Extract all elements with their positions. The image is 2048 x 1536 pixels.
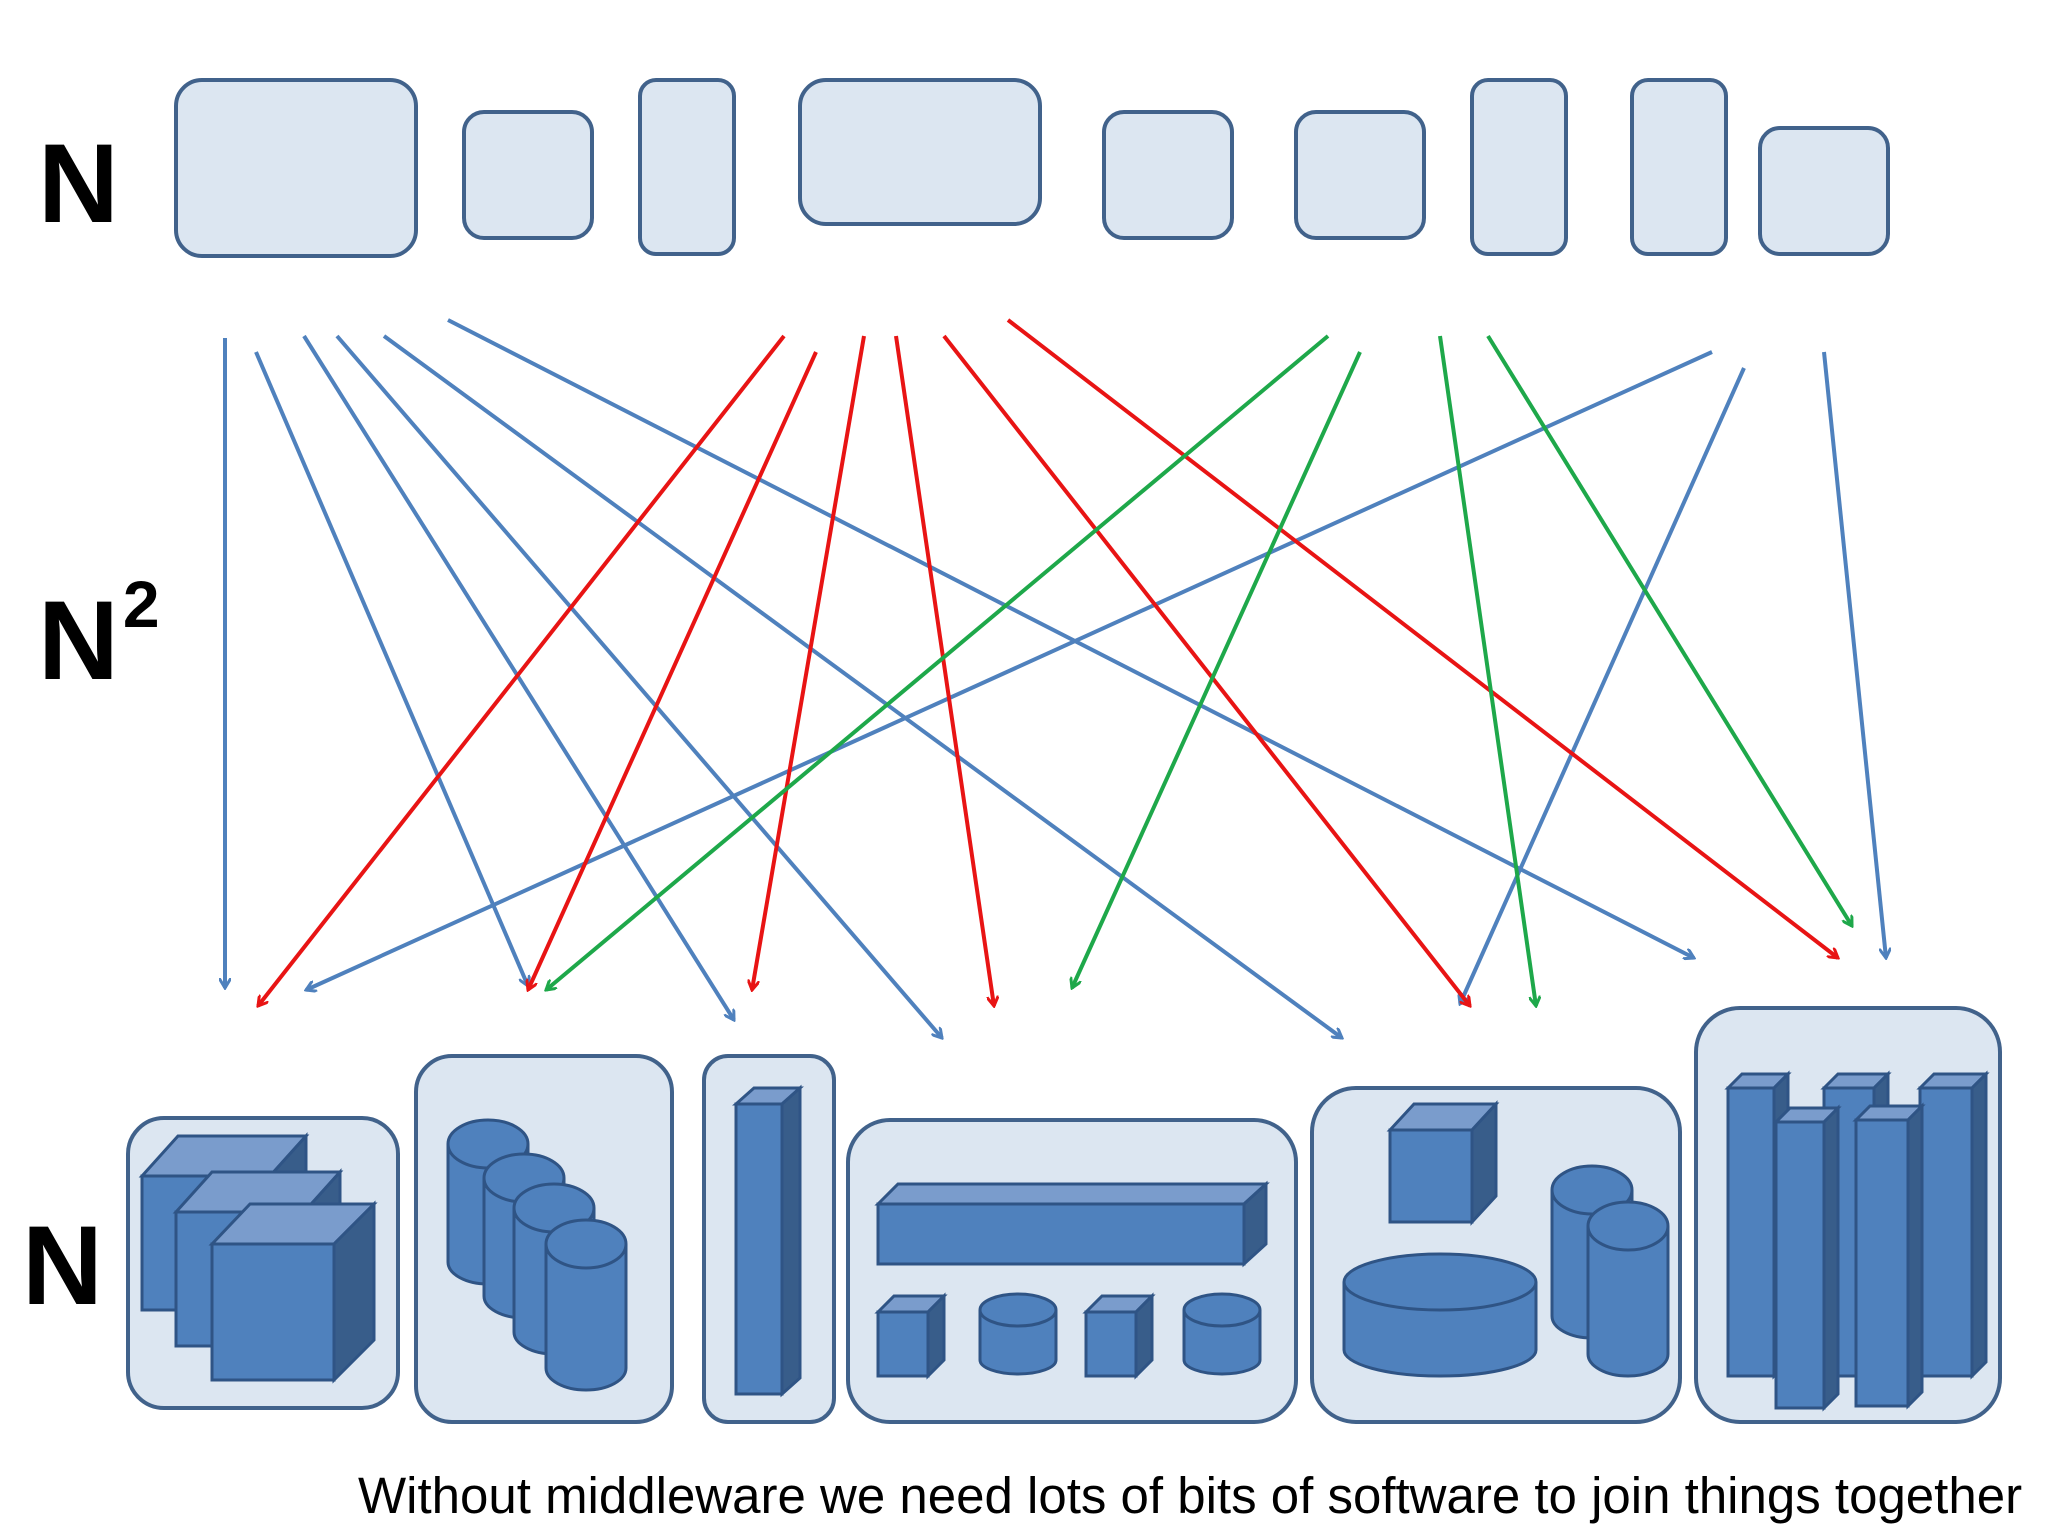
top-system-box [1294, 110, 1426, 240]
top-system-box [1630, 78, 1728, 256]
connection-arrows [225, 318, 1886, 1038]
arrow-red [258, 334, 786, 1006]
bottom-systems [126, 1006, 2002, 1424]
arrow-blue [1460, 367, 1746, 1004]
label-n-bottom: N [22, 1203, 103, 1328]
top-system-box [174, 78, 418, 258]
arrow-blue [335, 334, 942, 1038]
arrow-blue [1822, 351, 1886, 958]
top-system-box [1102, 110, 1234, 240]
top-system-box [1758, 126, 1890, 256]
arrow-red [752, 335, 866, 990]
arrow-green [1072, 351, 1362, 988]
arrow-blue [254, 351, 528, 986]
arrow-red [528, 351, 818, 990]
arrow-blue [306, 350, 1713, 990]
top-system-box [798, 78, 1042, 226]
arrow-blue [447, 318, 1694, 958]
label-n-top: N [38, 121, 119, 246]
group-mixed-shapes [1310, 1086, 1682, 1424]
arrow-green [546, 334, 1330, 990]
arrow-blue [382, 334, 1342, 1038]
top-system-box [1470, 78, 1568, 256]
group-tall-pillar [702, 1054, 836, 1424]
group-cube-cluster [126, 1116, 400, 1410]
top-system-box [462, 110, 594, 240]
label-n-squared: N2 [38, 571, 160, 697]
arrow-red [894, 335, 994, 1006]
arrow-green [1486, 334, 1854, 926]
arrow-red [942, 334, 1470, 1006]
label-n-squared-exponent: 2 [122, 567, 160, 641]
top-systems [174, 78, 1890, 258]
group-column-cluster [1694, 1006, 2002, 1424]
arrow-red [1006, 318, 1838, 958]
group-bar-and-small-shapes [846, 1118, 1298, 1424]
arrow-blue [302, 334, 736, 1020]
arrow-green [1438, 335, 1536, 1006]
label-n-squared-base: N [38, 578, 119, 703]
caption: Without middleware we need lots of bits … [358, 1467, 2023, 1524]
group-cylinder-cluster [414, 1054, 674, 1424]
top-system-box [638, 78, 736, 256]
